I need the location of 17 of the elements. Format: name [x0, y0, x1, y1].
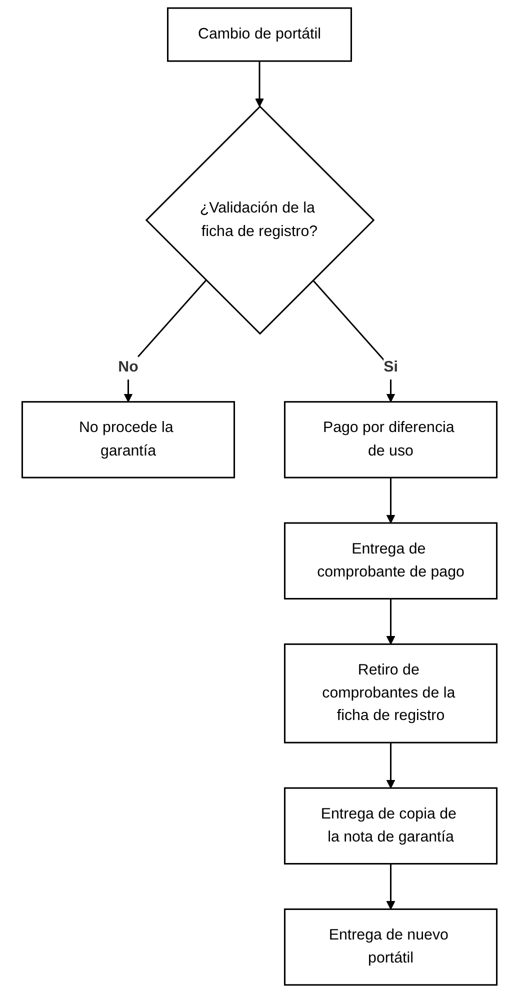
arrow	[386, 598, 396, 645]
edge-label: No	[118, 358, 138, 376]
arrow	[386, 864, 396, 910]
node-diamond: ¿Validación de la ficha de registro?	[145, 105, 375, 335]
arrow	[255, 61, 264, 107]
node-box: No procede la garantía	[21, 401, 236, 478]
arrow	[124, 280, 207, 402]
node-box: Cambio de portátil	[167, 7, 352, 62]
node-box: Entrega de nuevo portátil	[284, 908, 498, 986]
arrow	[312, 280, 396, 402]
arrow	[386, 742, 396, 788]
node-box: Entrega de copia de la nota de garantía	[284, 787, 498, 865]
node-box: Entrega de comprobante de pago	[284, 522, 498, 600]
node-box: Retiro de comprobantes de la ficha de registro	[284, 643, 498, 744]
arrow	[386, 478, 396, 524]
edge-label: Si	[384, 358, 398, 376]
node-box: Pago por diferencia de uso	[284, 401, 498, 478]
